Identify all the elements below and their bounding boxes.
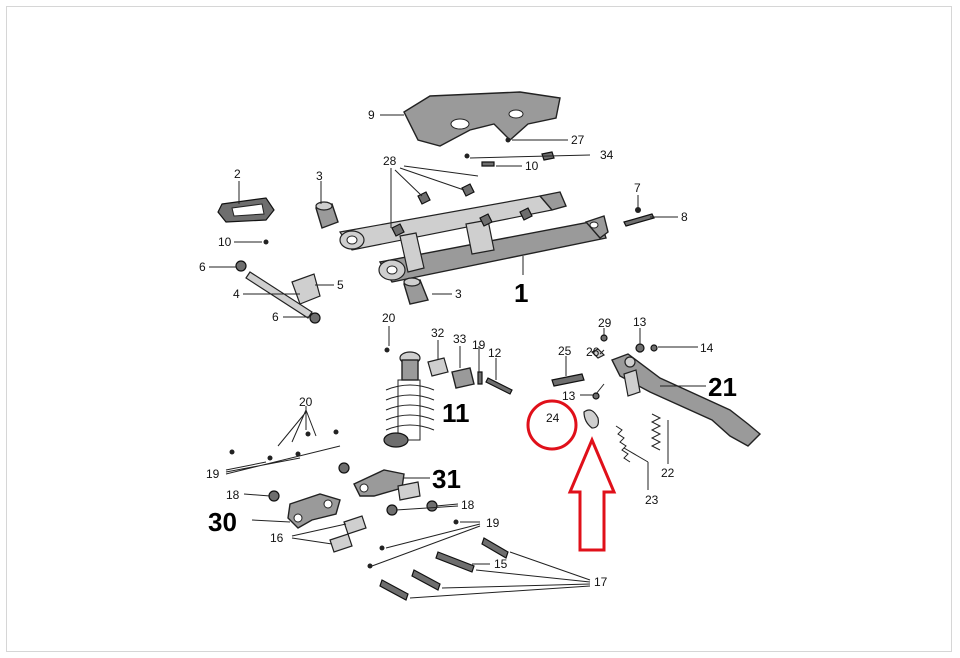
callout-8: 8 — [681, 210, 688, 224]
callout-19b: 19 — [206, 467, 220, 481]
callout-34: 34 — [600, 148, 614, 162]
chain-adjuster-part — [217, 197, 275, 223]
callout-20a: 20 — [382, 311, 396, 325]
swingarm-part — [338, 183, 609, 283]
callout-1: 1 — [514, 278, 528, 308]
linkage-pin-parts — [329, 481, 509, 601]
callout-19a: 19 — [472, 338, 486, 352]
shock-hardware-parts — [427, 357, 513, 395]
callout-23: 23 — [645, 493, 659, 507]
bolt-parts — [464, 137, 655, 227]
callout-4: 4 — [233, 287, 240, 301]
highlight-arrow-icon — [567, 436, 617, 552]
callout-25: 25 — [558, 344, 572, 358]
callout-7: 7 — [634, 181, 641, 195]
callout-13b: 13 — [562, 389, 576, 403]
rocker-arm-part — [353, 469, 405, 497]
callout-27: 27 — [571, 133, 585, 147]
callout-30: 30 — [208, 507, 237, 537]
linkage-plate-part — [287, 493, 341, 529]
callout-10b: 10 — [525, 159, 539, 173]
callout-6a: 6 — [199, 260, 206, 274]
callout-29: 29 — [598, 316, 612, 330]
callout-3b: 3 — [455, 287, 462, 301]
callout-22: 22 — [661, 466, 675, 480]
callout-26: 26 — [586, 345, 600, 359]
bushing-part — [315, 201, 429, 305]
highlight-annotation — [526, 399, 617, 552]
callout-14: 14 — [700, 341, 714, 355]
callout-18a: 18 — [226, 488, 240, 502]
callout-31: 31 — [432, 464, 461, 494]
callout-6b: 6 — [272, 310, 279, 324]
callout-2: 2 — [234, 167, 241, 181]
stand-hardware-parts — [551, 334, 658, 429]
leader-lines — [209, 114, 706, 599]
callout-28: 28 — [383, 154, 397, 168]
washer-nut-parts — [229, 429, 459, 569]
callout-20b: 20 — [299, 395, 313, 409]
callout-21: 21 — [708, 372, 737, 402]
callout-12: 12 — [488, 346, 502, 360]
callout-17: 17 — [594, 575, 608, 589]
callout-32: 32 — [431, 326, 445, 340]
callout-33: 33 — [453, 332, 467, 346]
callout-5: 5 — [337, 278, 344, 292]
callout-24: 24 — [546, 411, 560, 425]
side-stand-part — [611, 353, 762, 447]
highlight-circle — [526, 399, 578, 451]
callout-19c: 19 — [486, 516, 500, 530]
callout-16: 16 — [270, 531, 284, 545]
stand-spring-parts — [615, 413, 662, 463]
callout-10a: 10 — [218, 235, 232, 249]
callout-11: 11 — [442, 398, 470, 428]
chain-guard-part — [403, 91, 561, 147]
callout-15: 15 — [494, 557, 508, 571]
callout-labels: 9 2 3 10 6 4 5 6 3 1 28 7 8 27 34 10 20 … — [199, 108, 737, 589]
callout-3a: 3 — [316, 169, 323, 183]
shock-absorber-part — [383, 347, 435, 448]
callout-9: 9 — [368, 108, 375, 122]
callout-13a: 13 — [633, 315, 647, 329]
pivot-shaft-part — [235, 239, 321, 324]
callout-18b: 18 — [461, 498, 475, 512]
